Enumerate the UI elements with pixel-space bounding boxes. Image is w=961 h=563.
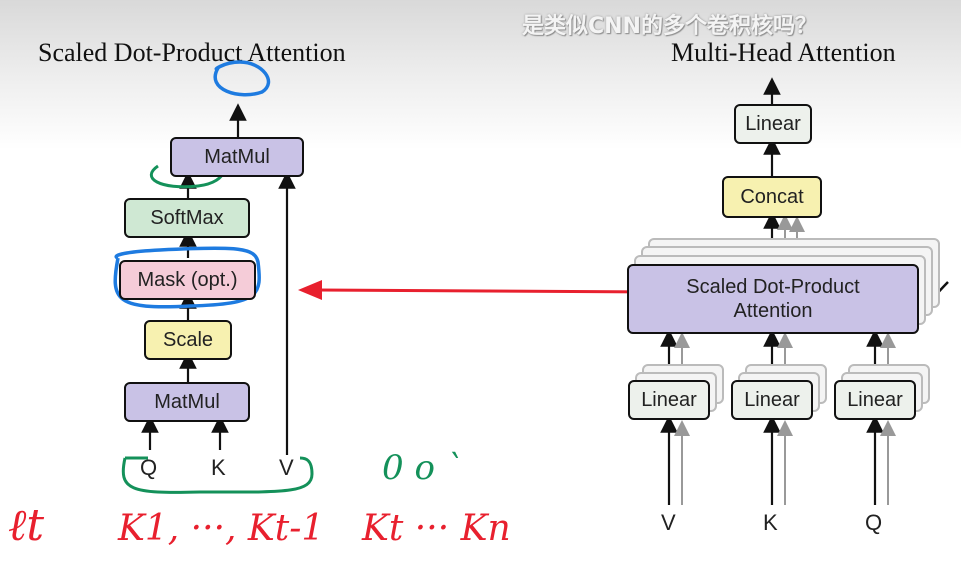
concat-box: Concat	[722, 176, 822, 218]
matmul-top-box: MatMul	[170, 137, 304, 177]
handwritten-k-sequence: K1, ···, Kt-1	[118, 508, 325, 549]
mask-box: Mask (opt.)	[119, 260, 256, 300]
sdpa-label-line1: Scaled Dot-Product	[686, 276, 860, 298]
linear-v-box: Linear	[628, 380, 710, 420]
left-input-k: K	[211, 455, 226, 480]
sdpa-label-line2: Attention	[733, 300, 813, 322]
linear-top-box: Linear	[734, 104, 812, 144]
linear-q-box: Linear	[834, 380, 916, 420]
left-diagram-title: Scaled Dot-Product Attention	[38, 38, 346, 67]
sdpa-box: Scaled Dot-Product Attention	[627, 264, 919, 334]
right-input-v: V	[661, 510, 676, 535]
matmul-bottom-box: MatMul	[124, 382, 250, 422]
handwritten-k-rest: Kt ··· Kn	[362, 508, 511, 549]
softmax-box: SoftMax	[124, 198, 250, 238]
linear-k-box: Linear	[731, 380, 813, 420]
right-input-k: K	[763, 510, 778, 535]
handwritten-green-marks: 0 o ˋ	[382, 448, 463, 488]
scale-box: Scale	[144, 320, 232, 360]
right-diagram-title: Multi-Head Attention	[671, 38, 896, 67]
handwritten-lt: ℓt	[8, 500, 45, 551]
left-input-q: Q	[140, 455, 158, 480]
video-caption: 是类似CNN的多个卷积核吗？	[522, 14, 817, 39]
left-input-v: V	[279, 455, 294, 480]
right-input-q: Q	[865, 510, 883, 535]
